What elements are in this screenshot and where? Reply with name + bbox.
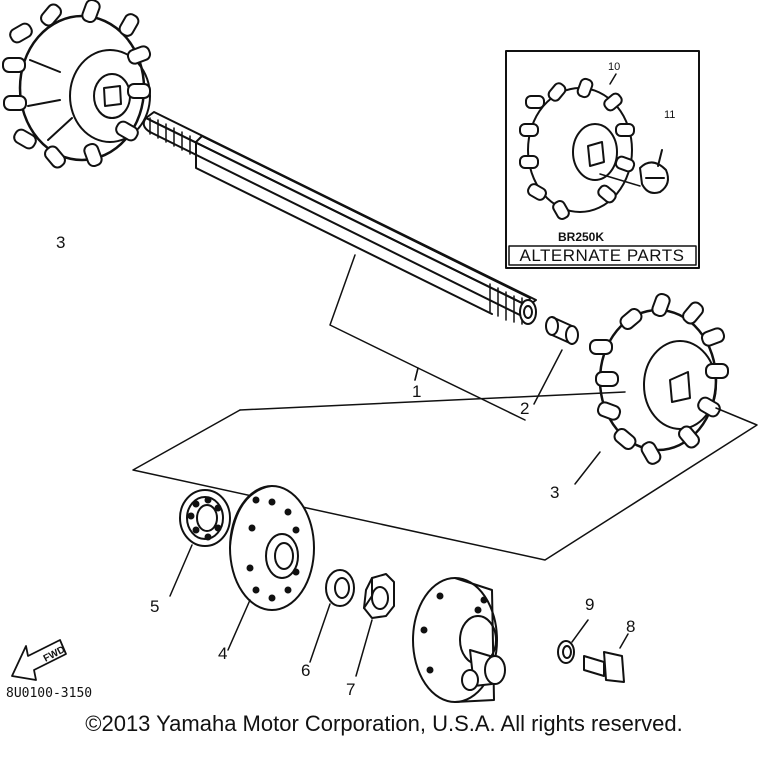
inset-title: ALTERNATE PARTS (519, 246, 685, 265)
callout-2: 2 (520, 399, 530, 418)
alternate-parts-inset (505, 50, 700, 269)
callout-7: 7 (346, 680, 356, 699)
callout-4: 4 (218, 644, 228, 663)
left-sprocket (2, 0, 152, 169)
assembly-outline (132, 391, 758, 561)
copyright-notice: ©2013 Yamaha Motor Corporation, U.S.A. A… (85, 711, 683, 736)
washer (309, 569, 355, 663)
axle-shaft (142, 111, 537, 421)
right-sprocket (574, 292, 729, 485)
figure-code: 8U0100-3150 (6, 686, 93, 701)
callout-10: 10 (608, 61, 621, 73)
bolt (583, 633, 629, 683)
callout-9: 9 (585, 595, 595, 614)
bearing (169, 489, 231, 597)
callout-3-right: 3 (550, 483, 560, 502)
callout-8: 8 (626, 617, 636, 636)
callout-6: 6 (301, 661, 311, 680)
callout-11: 11 (664, 109, 676, 121)
callout-3-left: 3 (56, 233, 66, 252)
flange-plate (227, 485, 315, 651)
axle-pin (533, 316, 579, 405)
hub-flange (412, 577, 506, 703)
nut (355, 573, 395, 677)
lock-washer (557, 619, 589, 664)
inset-model-code: BR250K (558, 230, 605, 244)
callout-5: 5 (150, 597, 160, 616)
fwd-arrow-icon (11, 639, 67, 681)
callout-1: 1 (412, 382, 422, 401)
